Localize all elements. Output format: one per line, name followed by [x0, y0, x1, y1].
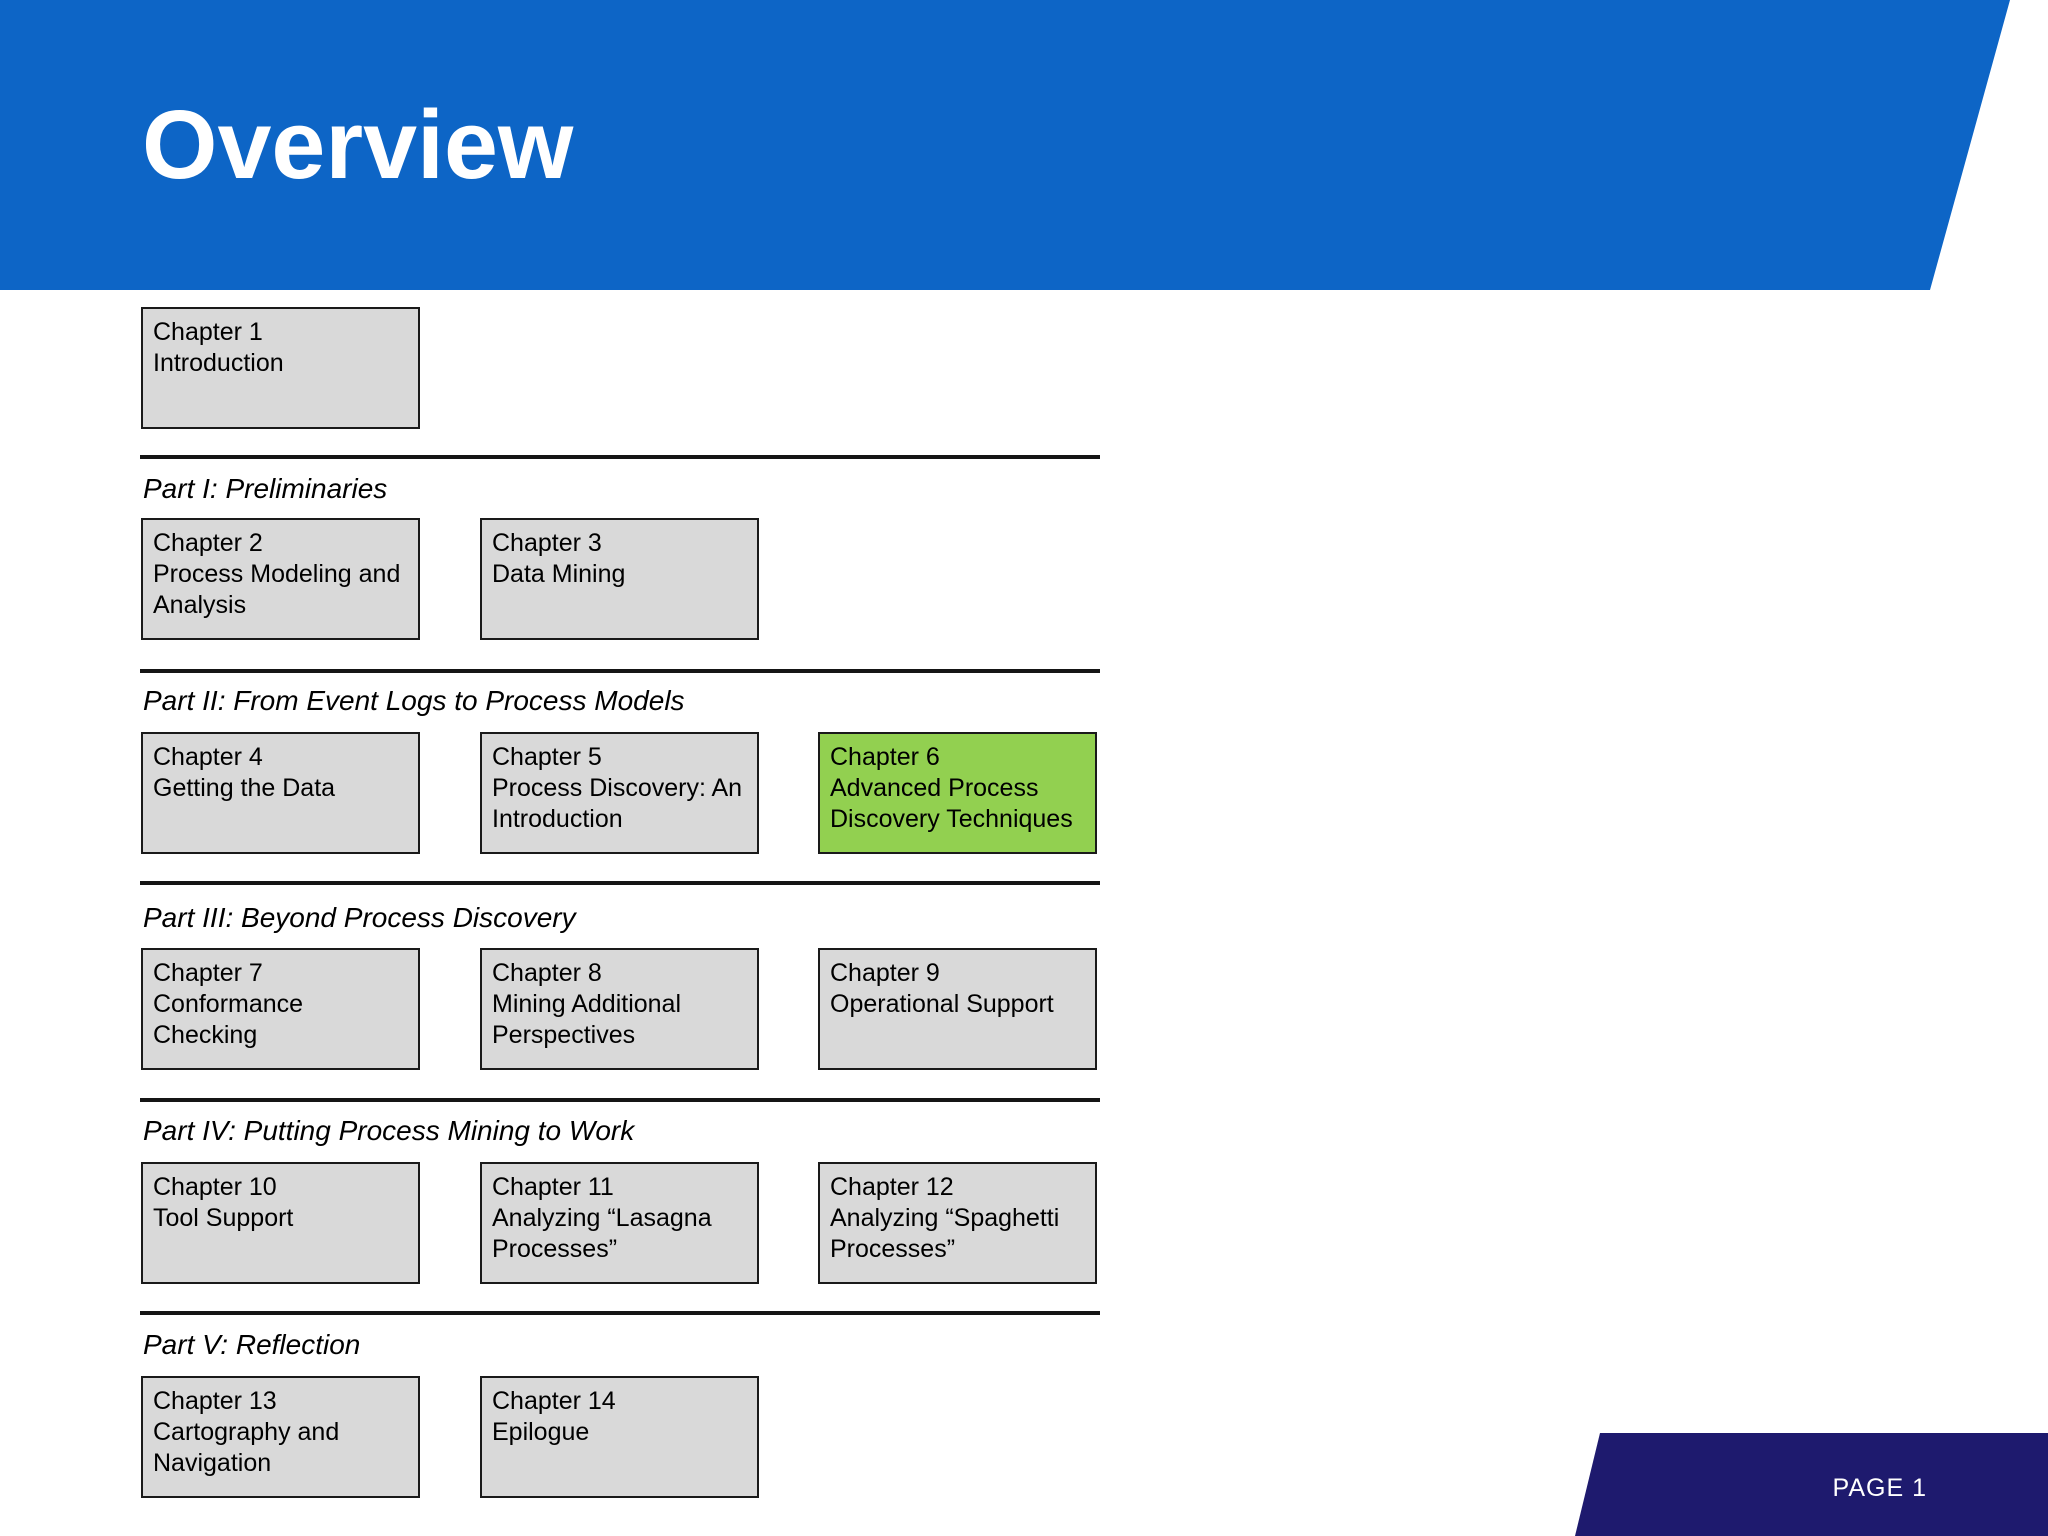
chapter-title: Advanced Process Discovery Techniques [830, 774, 1073, 833]
chapter-title: Data Mining [492, 560, 626, 588]
chapter-number: Chapter 14 [492, 1387, 616, 1415]
section-divider [140, 1311, 1100, 1315]
part-label-2: Part II: From Event Logs to Process Mode… [143, 685, 685, 716]
chapter-title: Tool Support [153, 1204, 294, 1232]
chapter-title: Introduction [153, 349, 284, 377]
chapter-box-2: Chapter 2 Process Modeling and Analysis [141, 518, 420, 640]
chapter-title: Cartography and Navigation [153, 1418, 340, 1477]
chapter-title: Epilogue [492, 1418, 590, 1446]
chapter-number: Chapter 2 [153, 529, 263, 557]
chapter-box-3: Chapter 3 Data Mining [480, 518, 759, 640]
chapter-number: Chapter 5 [492, 743, 602, 771]
chapter-box-11: Chapter 11 Analyzing “Lasagna Processes” [480, 1162, 759, 1284]
section-divider [140, 455, 1100, 459]
chapter-number: Chapter 12 [830, 1173, 954, 1201]
chapter-number: Chapter 6 [830, 743, 940, 771]
chapter-box-7: Chapter 7 Conformance Checking [141, 948, 420, 1070]
chapter-title: Analyzing “Lasagna Processes” [492, 1204, 712, 1263]
header-banner [0, 0, 2010, 290]
page-title: Overview [142, 90, 574, 199]
chapter-box-14: Chapter 14 Epilogue [480, 1376, 759, 1498]
chapter-title: Conformance Checking [153, 990, 304, 1049]
chapter-title: Analyzing “Spaghetti Processes” [830, 1204, 1060, 1263]
chapter-number: Chapter 3 [492, 529, 602, 557]
part-label-1: Part I: Preliminaries [143, 473, 388, 504]
chapter-box-5: Chapter 5 Process Discovery: An Introduc… [480, 732, 759, 854]
section-divider [140, 669, 1100, 673]
chapter-number: Chapter 8 [492, 959, 602, 987]
section-divider [140, 1098, 1100, 1102]
chapter-number: Chapter 10 [153, 1173, 277, 1201]
chapter-number: Chapter 4 [153, 743, 263, 771]
chapter-title: Mining Additional Perspectives [492, 990, 682, 1049]
chapter-title: Process Discovery: An Introduction [492, 774, 743, 833]
part-label-4: Part IV: Putting Process Mining to Work [143, 1115, 635, 1146]
chapter-box-6-highlighted: Chapter 6 Advanced Process Discovery Tec… [818, 732, 1097, 854]
chapter-box-4: Chapter 4 Getting the Data [141, 732, 420, 854]
chapter-title: Process Modeling and Analysis [153, 560, 401, 619]
section-divider [140, 881, 1100, 885]
chapter-box-1: Chapter 1 Introduction [141, 307, 420, 429]
chapter-box-12: Chapter 12 Analyzing “Spaghetti Processe… [818, 1162, 1097, 1284]
page-number: PAGE 1 [1832, 1474, 1927, 1502]
part-label-3: Part III: Beyond Process Discovery [143, 902, 576, 933]
chapter-number: Chapter 1 [153, 318, 263, 346]
chapter-title: Getting the Data [153, 774, 336, 802]
footer-banner [1575, 1433, 2048, 1536]
chapter-box-10: Chapter 10 Tool Support [141, 1162, 420, 1284]
chapter-box-8: Chapter 8 Mining Additional Perspectives [480, 948, 759, 1070]
chapter-box-9: Chapter 9 Operational Support [818, 948, 1097, 1070]
chapter-box-13: Chapter 13 Cartography and Navigation [141, 1376, 420, 1498]
chapter-number: Chapter 13 [153, 1387, 277, 1415]
chapter-number: Chapter 7 [153, 959, 263, 987]
part-label-5: Part V: Reflection [143, 1329, 361, 1360]
chapter-title: Operational Support [830, 990, 1054, 1018]
chapter-number: Chapter 9 [830, 959, 940, 987]
chapter-number: Chapter 11 [492, 1173, 614, 1201]
